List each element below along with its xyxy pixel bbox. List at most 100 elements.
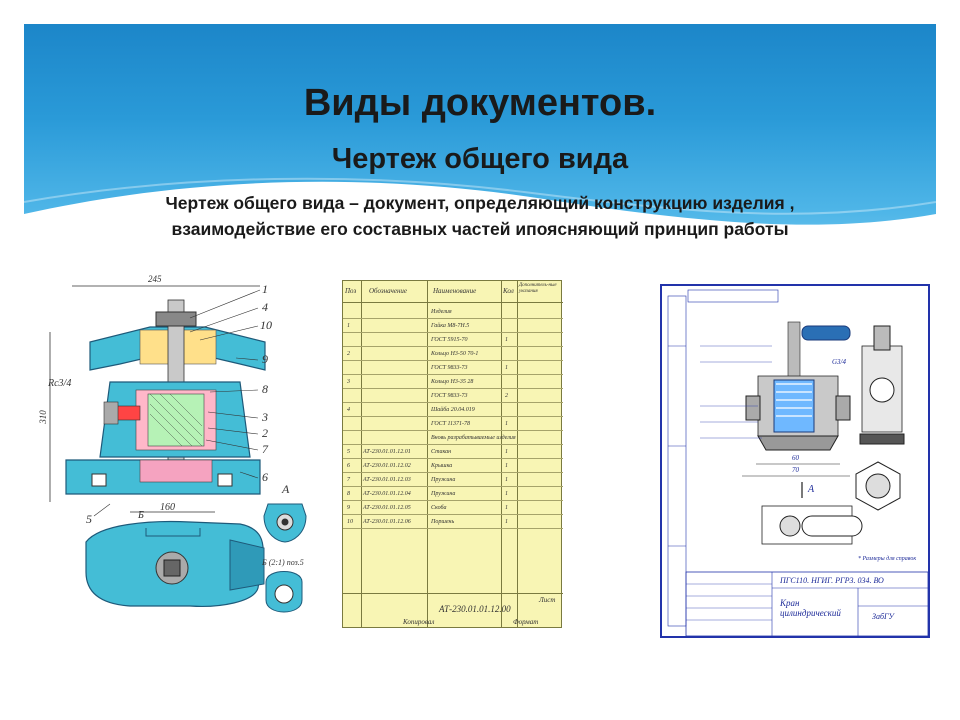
spec-cell-qty: 1 [505, 491, 508, 497]
spec-cell-qty: 1 [505, 505, 508, 511]
spec-row: 1 Гайка М8-7Н.5 [343, 321, 563, 333]
valve-dim-70: 70 [792, 466, 799, 474]
spec-cell-name: Вновь разрабатываемые изделия [431, 435, 516, 441]
spec-cell-pos: 1 [347, 323, 350, 329]
definition-text: Чертеж общего вида – документ, определяю… [40, 190, 920, 242]
callout-7: 7 [262, 442, 268, 456]
spec-cell-pos: 8 [347, 491, 350, 497]
spec-cell-name: Кольцо Н3-35 28 [431, 379, 474, 385]
valve-note: * Размеры для справок [858, 556, 917, 562]
spec-cell-pos: 5 [347, 449, 350, 455]
spec-header-qty: Кол [503, 287, 514, 295]
valve-frame: ПГС110. НГИГ. РГР3. 034. ВО Кран цилиндр… [660, 284, 930, 638]
spec-paper: Поз Обозначение Наименование Кол Дополни… [342, 280, 563, 628]
valve-stamp-org: ЗабГУ [872, 612, 894, 621]
spec-row: ГОСТ 9833-73 2 [343, 391, 563, 403]
spec-cell-qty: 1 [505, 449, 508, 455]
spec-row: Изделия [343, 307, 563, 319]
spec-cell-name: Шайба 20.04.019 [431, 407, 475, 413]
spec-row: 3 Кольцо Н3-35 28 [343, 377, 563, 389]
spec-cell-code: АТ-230.01.01.12.02 [363, 463, 411, 469]
header-wave-decoration [24, 177, 936, 294]
spec-cell-name: ГОСТ 11371-78 [431, 421, 471, 427]
valve-view-a: А [808, 484, 815, 495]
spec-cell-code: АТ-230.01.01.12.05 [363, 505, 411, 511]
detail-label: Б (2:1) поз.5 [262, 558, 304, 567]
callout-2: 2 [262, 426, 268, 440]
spec-cell-qty: 1 [505, 337, 508, 343]
spec-cell-pos: 3 [347, 379, 350, 385]
spec-footer-code: АТ-230.01.01.12.00 [439, 604, 511, 614]
callout-6: 6 [262, 470, 268, 484]
spec-cell-pos: 10 [347, 519, 353, 525]
spec-cell-code: АТ-230.01.01.12.03 [363, 477, 411, 483]
spec-header: Поз Обозначение Наименование Кол Дополни… [343, 281, 563, 303]
spec-cell-name: Крышка [431, 463, 453, 469]
valve-dim-g34: G3/4 [832, 358, 846, 366]
spec-cell-name: Кольцо Н3-50 70-1 [431, 351, 479, 357]
definition-line-1: Чертеж общего вида – документ, определяю… [165, 193, 795, 213]
spec-header-pos: Поз [345, 287, 357, 295]
assembly-drawing: 245 310 Rc3/4 160 1 4 10 9 8 3 2 7 6 5 А… [37, 272, 316, 622]
spec-cell-pos: 6 [347, 463, 350, 469]
spec-row: 9 АТ-230.01.01.12.05 Скоба 1 [343, 503, 563, 515]
valve-drawing: ПГС110. НГИГ. РГР3. 034. ВО Кран цилиндр… [652, 280, 934, 642]
spec-cell-name: Поршень [431, 519, 455, 525]
callout-9: 9 [262, 352, 268, 366]
spec-row: ГОСТ 9833-73 1 [343, 363, 563, 375]
spec-cell-qty: 1 [505, 365, 508, 371]
spec-row: 4 Шайба 20.04.019 [343, 405, 563, 417]
spec-cell-pos: 4 [347, 407, 350, 413]
valve-stamp-name: Кран цилиндрический [780, 598, 841, 618]
spec-header-notes: Дополнитель-ные указания [519, 283, 557, 294]
spec-cell-name: ГОСТ 9833-73 [431, 393, 468, 399]
valve-stamp-code: ПГС110. НГИГ. РГР3. 034. ВО [780, 576, 884, 585]
spec-cell-name: Скоба [431, 505, 447, 511]
spec-cell-pos: 9 [347, 505, 350, 511]
spec-row: 7 АТ-230.01.01.12.03 Пружина 1 [343, 475, 563, 487]
callout-1: 1 [262, 282, 268, 296]
spec-cell-name: Изделия [431, 309, 452, 315]
spec-cell-qty: 1 [505, 519, 508, 525]
spec-cell-code: АТ-230.01.01.12.04 [363, 491, 411, 497]
view-b-label: Б [138, 510, 144, 521]
spec-row: 10 АТ-230.01.01.12.06 Поршень 1 [343, 517, 563, 529]
spec-footer-sheet: Лист [539, 596, 556, 604]
dim-top: 245 [148, 274, 162, 284]
dim-bottom: 160 [160, 502, 175, 513]
callout-10: 10 [260, 318, 272, 332]
spec-row: 8 АТ-230.01.01.12.04 Пружина 1 [343, 489, 563, 501]
callout-8: 8 [262, 382, 268, 396]
spec-cell-name: Стакан [431, 449, 452, 455]
spec-cell-qty: 1 [505, 477, 508, 483]
spec-cell-name: Пружина [431, 491, 456, 497]
definition-line-2: взаимодействие его составных частей ипоя… [171, 219, 789, 239]
spec-cell-code: АТ-230.01.01.12.06 [363, 519, 411, 525]
spec-footer-format: Формат [513, 618, 539, 626]
spec-cell-name: Пружина [431, 477, 456, 483]
dim-left: 310 [37, 410, 48, 424]
spec-cell-pos: 2 [347, 351, 350, 357]
spec-row: 6 АТ-230.01.01.12.02 Крышка 1 [343, 461, 563, 473]
spec-footer: АТ-230.01.01.12.00 Лист Копировал Формат [343, 593, 563, 627]
spec-cell-qty: 2 [505, 393, 508, 399]
callout-4: 4 [262, 300, 268, 314]
spec-cell-code: АТ-230.01.01.12.01 [363, 449, 411, 455]
view-a-label: А [282, 482, 290, 496]
spec-cell-qty: 1 [505, 463, 508, 469]
spec-cell-name: Гайка М8-7Н.5 [431, 323, 470, 329]
callout-5: 5 [86, 512, 92, 526]
spec-cell-name: ГОСТ 9833-73 [431, 365, 468, 371]
spec-row: Вновь разрабатываемые изделия [343, 433, 563, 445]
spec-header-code: Обозначение [369, 287, 408, 295]
specification-sheet: Поз Обозначение Наименование Кол Дополни… [328, 266, 576, 640]
header-panel [24, 24, 936, 294]
thread-label: Rc3/4 [48, 378, 72, 389]
valve-dim-60: 60 [792, 454, 799, 462]
spec-cell-qty: 1 [505, 421, 508, 427]
spec-row: 5 АТ-230.01.01.12.01 Стакан 1 [343, 447, 563, 459]
spec-header-name: Наименование [433, 287, 477, 295]
spec-cell-pos: 7 [347, 477, 350, 483]
